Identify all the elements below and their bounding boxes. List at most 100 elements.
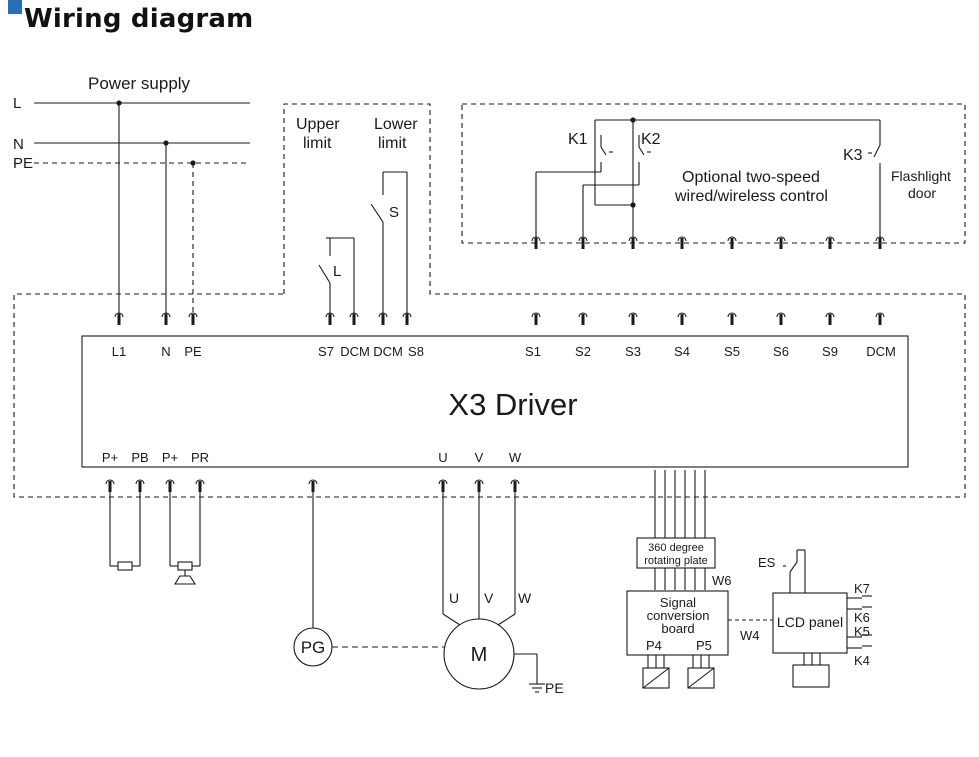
terminal-label-s1: S1 bbox=[525, 344, 541, 359]
remote-desc-2: wired/wireless control bbox=[674, 188, 828, 205]
power-line-pe-label: PE bbox=[13, 155, 33, 172]
rotating-plate-box bbox=[636, 537, 716, 569]
terminal-label-s5: S5 bbox=[724, 344, 740, 359]
remote-control-boundary bbox=[461, 103, 966, 244]
terminal-label-s4: S4 bbox=[674, 344, 690, 359]
lcd-key-k5-label: K5 bbox=[854, 624, 870, 639]
terminal-label-s3: S3 bbox=[625, 344, 641, 359]
lcd-key-k4-label: K4 bbox=[854, 653, 870, 668]
rotating-plate-label-2: rotating plate bbox=[644, 555, 708, 567]
driver-bottom-terminal-5 bbox=[438, 479, 448, 492]
signal-board-label-3: board bbox=[661, 621, 694, 636]
terminal-label-n: N bbox=[161, 344, 170, 359]
lcd-key-k6-label: K6 bbox=[854, 610, 870, 625]
signal-board-label-1: Signal bbox=[660, 595, 696, 610]
remote-terminal-0 bbox=[531, 236, 541, 249]
power-line-n-label: N bbox=[13, 136, 24, 153]
control-enclosure-boundary bbox=[13, 103, 966, 498]
relay-k1-label: K1 bbox=[568, 131, 588, 148]
driver-top-terminal-5 bbox=[378, 312, 388, 325]
page-title: Wiring diagram bbox=[24, 4, 254, 34]
x3-driver-box bbox=[81, 335, 909, 468]
driver-bottom-terminal-1 bbox=[135, 479, 145, 492]
lcd-key-k7-label: K7 bbox=[854, 581, 870, 596]
driver-top-terminal-11 bbox=[727, 312, 737, 325]
terminal-label-v: V bbox=[475, 450, 484, 465]
terminal-label-dcm-2: DCM bbox=[373, 344, 403, 359]
terminal-label-pe: PE bbox=[184, 344, 202, 359]
brake-unit bbox=[169, 486, 201, 585]
remote-terminal-4 bbox=[727, 236, 737, 249]
estop-switch bbox=[783, 549, 806, 593]
motor-ground-label: PE bbox=[545, 680, 564, 696]
lcd-key-switches bbox=[847, 595, 872, 649]
terminal-label-pb: PB bbox=[131, 450, 148, 465]
terminal-label-w: W bbox=[509, 450, 522, 465]
motor-phase-w-label: W bbox=[518, 590, 532, 606]
lower-limit-label-2: limit bbox=[378, 135, 407, 152]
terminal-label-s8: S8 bbox=[408, 344, 424, 359]
remote-terminal-2 bbox=[628, 236, 638, 249]
lcd-panel-box bbox=[772, 592, 848, 654]
lcd-panel-label: LCD panel bbox=[777, 614, 843, 630]
remote-terminal-6 bbox=[825, 236, 835, 249]
upper-limit-label-1: Upper bbox=[296, 116, 340, 133]
encoder-label: PG bbox=[301, 638, 326, 657]
driver-top-terminal-1 bbox=[161, 312, 171, 325]
driver-top-terminal-9 bbox=[628, 312, 638, 325]
terminal-group bbox=[105, 236, 885, 492]
driver-top-terminal-8 bbox=[578, 312, 588, 325]
brake-resistor bbox=[109, 486, 141, 571]
driver-top-terminal-14 bbox=[875, 312, 885, 325]
power-supply-heading: Power supply bbox=[88, 74, 191, 93]
driver-name: X3 Driver bbox=[448, 387, 577, 422]
relay-k2-label: K2 bbox=[641, 131, 661, 148]
driver-top-terminal-3 bbox=[325, 312, 335, 325]
title-accent-mark bbox=[8, 0, 22, 14]
terminal-label-s7: S7 bbox=[318, 344, 334, 359]
driver-top-terminal-6 bbox=[402, 312, 412, 325]
driver-bottom-terminal-3 bbox=[195, 479, 205, 492]
flashlight-label-2: door bbox=[908, 185, 936, 201]
driver-top-terminal-0 bbox=[114, 312, 124, 325]
remote-desc-1: Optional two-speed bbox=[682, 169, 820, 186]
port-p4-label: P4 bbox=[646, 638, 662, 653]
driver-bottom-terminal-0 bbox=[105, 479, 115, 492]
power-line-l-label: L bbox=[13, 95, 21, 112]
flashlight-label-1: Flashlight bbox=[891, 168, 951, 184]
driver-top-terminal-4 bbox=[349, 312, 359, 325]
terminal-label-s2: S2 bbox=[575, 344, 591, 359]
signal-bus bbox=[654, 470, 706, 590]
signal-board-label-2: conversion bbox=[647, 608, 710, 623]
motor-phase-v-label: V bbox=[484, 590, 494, 606]
signal-conversion-board-box bbox=[626, 590, 729, 656]
driver-top-terminal-2 bbox=[188, 312, 198, 325]
p4-sensor-icon bbox=[642, 655, 670, 689]
rotating-plate-label-1: 360 degree bbox=[648, 542, 704, 554]
upper-limit-label-2: limit bbox=[303, 135, 332, 152]
terminal-label-s9: S9 bbox=[822, 344, 838, 359]
upper-limit-switch bbox=[318, 237, 355, 314]
terminal-label-p-plus-1: P+ bbox=[102, 450, 118, 465]
terminal-label-dcm-1: DCM bbox=[340, 344, 370, 359]
terminal-label-u: U bbox=[438, 450, 447, 465]
remote-terminal-7 bbox=[875, 236, 885, 249]
port-p5-label: P5 bbox=[696, 638, 712, 653]
driver-top-terminal-12 bbox=[776, 312, 786, 325]
remote-terminal-1 bbox=[578, 236, 588, 249]
driver-bottom-terminal-4 bbox=[308, 479, 318, 492]
remote-terminal-5 bbox=[776, 236, 786, 249]
terminal-label-dcm-3: DCM bbox=[866, 344, 896, 359]
remote-terminal-3 bbox=[677, 236, 687, 249]
driver-top-terminal-13 bbox=[825, 312, 835, 325]
lower-limit-label-1: Lower bbox=[374, 116, 418, 133]
driver-top-terminal-7 bbox=[531, 312, 541, 325]
motor-phase-u-label: U bbox=[449, 590, 459, 606]
upper-switch-letter: L bbox=[333, 263, 341, 280]
p5-sensor-icon bbox=[687, 655, 715, 689]
driver-top-terminal-10 bbox=[677, 312, 687, 325]
terminal-label-pr: PR bbox=[191, 450, 209, 465]
lcd-port-icon bbox=[792, 664, 830, 688]
junction-dots bbox=[116, 100, 636, 208]
title-bar: Wiring diagram bbox=[0, 0, 979, 44]
